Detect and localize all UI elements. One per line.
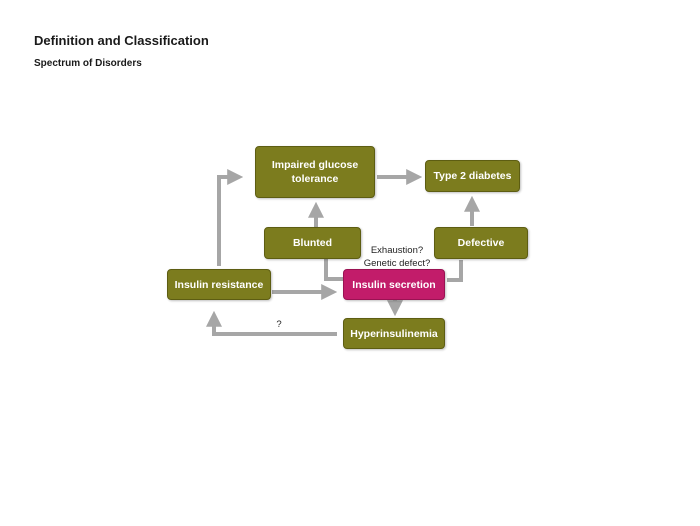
node-insulin-secretion: Insulin secretion xyxy=(343,269,445,300)
annotation-question: ? xyxy=(276,319,282,330)
node-type2-diabetes: Type 2 diabetes xyxy=(425,160,520,192)
node-impaired-glucose-tolerance-label: Impaired glucose tolerance xyxy=(271,159,359,185)
node-impaired-glucose-tolerance: Impaired glucose tolerance xyxy=(255,146,375,198)
node-hyperinsulinemia-label: Hyperinsulinemia xyxy=(350,327,438,340)
connector-secretion-to-blunted xyxy=(324,259,344,281)
node-insulin-resistance-label: Insulin resistance xyxy=(174,278,264,291)
annotation-genetic-defect: Genetic defect? xyxy=(363,258,431,269)
node-insulin-secretion-label: Insulin secretion xyxy=(352,278,436,291)
arrow-resistance-to-igt xyxy=(217,169,244,266)
node-type2-diabetes-label: Type 2 diabetes xyxy=(433,170,512,182)
connector-secretion-to-defective xyxy=(447,260,463,282)
annotation-exhaustion: Exhaustion? xyxy=(370,245,424,256)
node-blunted-label: Blunted xyxy=(292,237,333,249)
node-defective-label: Defective xyxy=(457,237,505,249)
node-blunted: Blunted xyxy=(264,227,361,259)
page-subtitle: Spectrum of Disorders xyxy=(34,58,142,69)
page-title: Definition and Classification xyxy=(34,33,209,48)
node-insulin-resistance: Insulin resistance xyxy=(167,269,271,300)
arrow-hyperinsulinemia-to-resistance xyxy=(206,310,337,336)
node-defective: Defective xyxy=(434,227,528,259)
node-hyperinsulinemia: Hyperinsulinemia xyxy=(343,318,445,349)
